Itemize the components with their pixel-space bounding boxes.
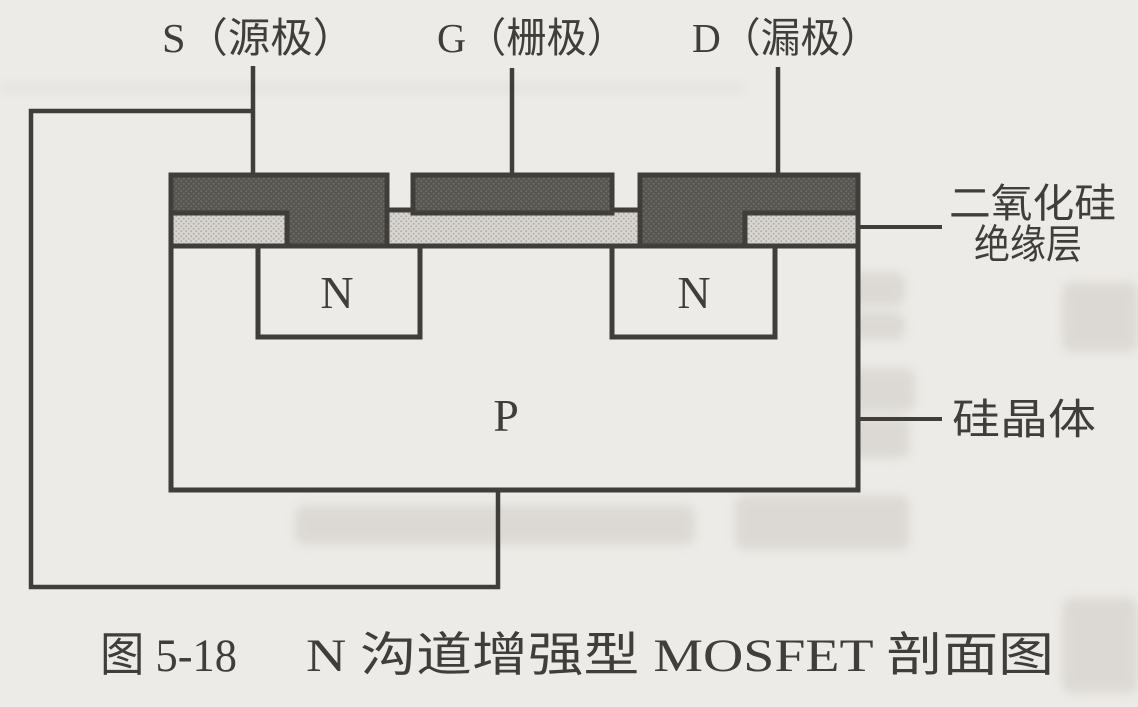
figure-caption-title: N 沟道增强型 MOSFET 剖面图 [306, 630, 1054, 682]
drain-terminal-label: D（漏极） [692, 15, 880, 61]
n-well-right-label: N [677, 267, 710, 318]
p-substrate-label: P [493, 390, 519, 441]
source-substrate-wire [28, 108, 501, 590]
source-terminal-label: S（源极） [162, 15, 355, 61]
gate-terminal-label: G（栅极） [437, 15, 627, 61]
n-well-right [609, 243, 778, 340]
gate-electrode [410, 172, 615, 216]
n-well-left-label: N [320, 267, 353, 318]
source-electrode [168, 172, 390, 249]
crystal-callout-label: 硅晶体 [952, 398, 1096, 444]
figure-caption-number: 图 5-18 [100, 630, 237, 682]
drain-electrode [637, 172, 861, 249]
oxide-callout-line1: 二氧化硅 [949, 181, 1116, 226]
oxide-callout-line2: 绝缘层 [974, 222, 1082, 267]
